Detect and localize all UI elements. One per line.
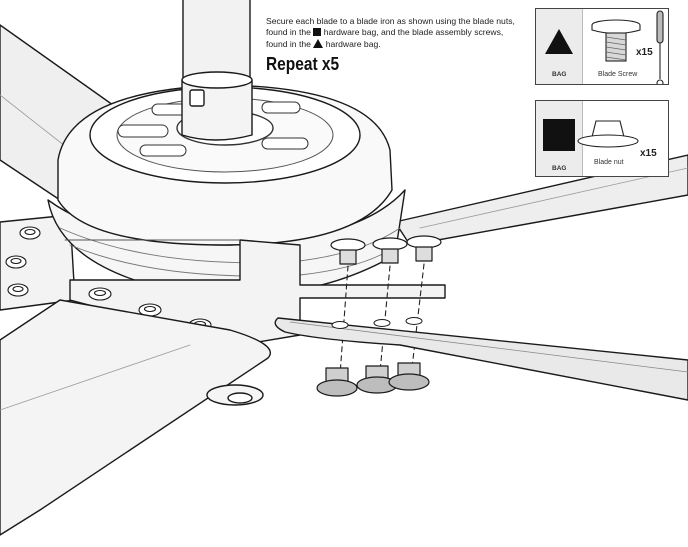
blade-nut-icon bbox=[577, 120, 639, 148]
fan-blade-lower-left bbox=[0, 299, 271, 536]
instruction-text: Secure each blade to a blade iron as sho… bbox=[266, 16, 524, 50]
vent-slots bbox=[117, 101, 309, 157]
bag-label: BAG bbox=[552, 71, 567, 78]
blade-nut-graphic bbox=[543, 119, 639, 151]
alignment-guide-lines bbox=[339, 263, 425, 376]
hardware-box-blade-nut: BAG Blade nut x15 bbox=[535, 100, 669, 177]
square-icon bbox=[543, 119, 575, 151]
part-name: Blade Screw bbox=[598, 71, 638, 78]
downrod bbox=[182, 0, 251, 81]
part-name: Blade nut bbox=[594, 159, 624, 166]
hardware-box-blade-screw: BAG Blade Screw x15 bbox=[535, 8, 669, 85]
square-bag-icon bbox=[313, 28, 322, 37]
triangle-bag-icon bbox=[313, 38, 324, 48]
bag-label: BAG bbox=[552, 165, 567, 172]
instruction-part-3: hardware bag. bbox=[325, 38, 381, 49]
instruction-part-2: hardware bag, and the blade assembly scr… bbox=[266, 27, 504, 49]
blade-screws bbox=[330, 235, 442, 265]
downrod-coupling bbox=[181, 79, 253, 141]
blade-screw-icon bbox=[591, 19, 641, 62]
triangle-icon bbox=[545, 29, 573, 54]
fan-blade-front bbox=[274, 317, 688, 401]
blade-mounting-holes bbox=[331, 317, 423, 329]
blade-screw-graphic bbox=[545, 10, 664, 84]
screw-head-set-left bbox=[5, 226, 41, 297]
screwdriver-icon bbox=[656, 10, 664, 84]
fan-blade-right-back bbox=[394, 154, 688, 246]
blade-nuts bbox=[316, 362, 430, 397]
quantity: x15 bbox=[640, 148, 657, 159]
quantity: x15 bbox=[636, 47, 653, 58]
instruction-part-1: Secure each blade to a blade iron as sho… bbox=[266, 16, 515, 38]
repeat-heading: Repeat x5 bbox=[266, 54, 340, 74]
